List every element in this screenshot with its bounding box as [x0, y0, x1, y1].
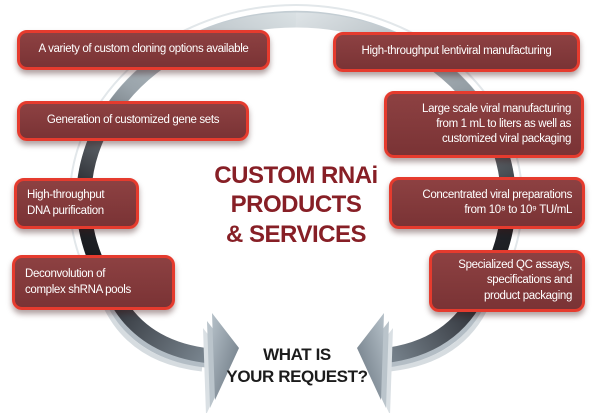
box-shrna-pools-label: Deconvolution of complex shRNA pools [25, 268, 131, 296]
box-qc-assays-label: Specialized QC assays, specifications an… [458, 259, 572, 302]
box-custom-cloning-label: A variety of custom cloning options avai… [38, 43, 249, 56]
box-dna-purification: High-throughput DNA purification [14, 178, 139, 229]
box-viral-manufacturing: Large scale viral manufacturing from 1 m… [384, 91, 584, 158]
center-title: CUSTOM RNAi PRODUCTS & SERVICES [214, 162, 378, 248]
box-gene-sets: Generation of customized gene sets [17, 101, 249, 141]
curved-arrow-right-icon [101, 286, 239, 413]
box-lentiviral-manufacturing-label: High-throughput lentiviral manufacturing [361, 45, 552, 58]
box-qc-assays: Specialized QC assays, specifications an… [429, 250, 585, 312]
box-custom-cloning: A variety of custom cloning options avai… [17, 30, 270, 70]
box-viral-manufacturing-label: Large scale viral manufacturing from 1 m… [422, 102, 571, 146]
box-shrna-pools: Deconvolution of complex shRNA pools [12, 255, 175, 310]
box-gene-sets-label: Generation of customized gene sets [46, 114, 220, 127]
box-viral-preparations-label: Concentrated viral preparations from 10⁸… [422, 188, 572, 216]
box-lentiviral-manufacturing: High-throughput lentiviral manufacturing [333, 32, 580, 72]
box-viral-preparations: Concentrated viral preparations from 10⁸… [389, 177, 585, 229]
box-dna-purification-label: High-throughput DNA purification [27, 189, 105, 217]
bottom-question: WHAT IS YOUR REQUEST? [226, 345, 368, 386]
